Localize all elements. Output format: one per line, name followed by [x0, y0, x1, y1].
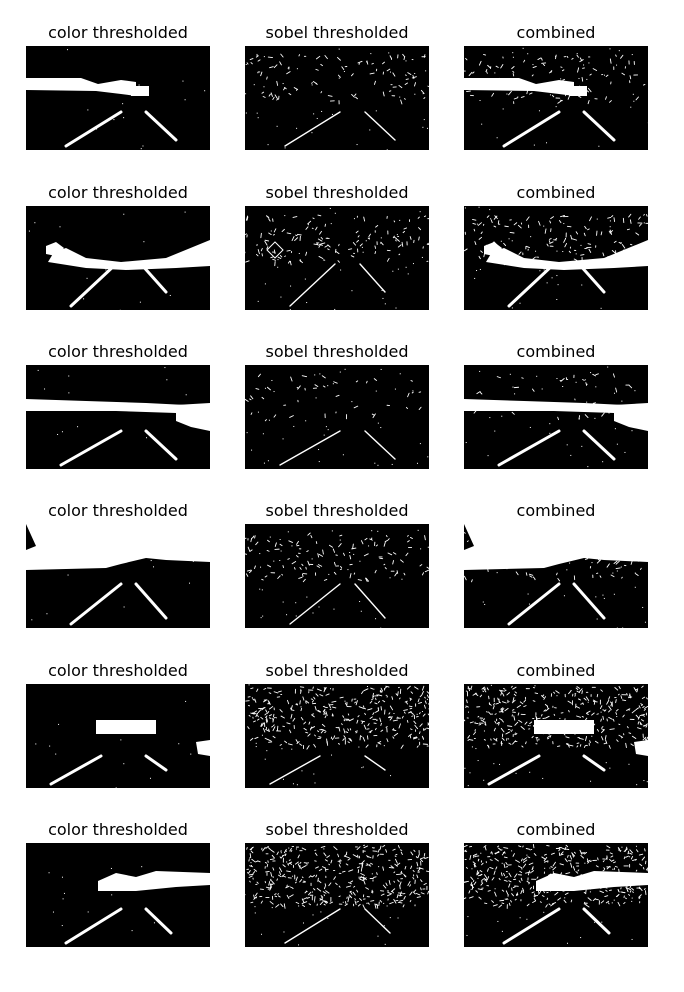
binary-threshold-image	[464, 843, 648, 947]
panel-title: combined	[516, 661, 596, 680]
threshold-mask	[26, 49, 206, 150]
binary-threshold-image	[245, 524, 429, 628]
panel-title: combined	[516, 183, 596, 202]
threshold-mask	[464, 366, 648, 468]
panel-title: color thresholded	[48, 661, 188, 680]
binary-threshold-image	[26, 206, 210, 310]
binary-threshold-image	[464, 46, 648, 150]
threshold-mask	[245, 844, 429, 946]
panel-title: color thresholded	[48, 342, 188, 361]
threshold-mask	[464, 684, 648, 787]
binary-threshold-image	[26, 365, 210, 469]
threshold-mask	[464, 206, 648, 309]
panel-title: combined	[516, 501, 596, 520]
panel-title: sobel thresholded	[265, 23, 409, 42]
binary-threshold-image	[464, 524, 648, 628]
panel-title: color thresholded	[48, 183, 188, 202]
panel-title: sobel thresholded	[265, 183, 409, 202]
panel-title: sobel thresholded	[265, 820, 409, 839]
threshold-mask	[245, 684, 429, 786]
threshold-mask	[245, 207, 429, 310]
binary-threshold-image	[464, 684, 648, 788]
threshold-mask	[48, 866, 210, 945]
panel-title: sobel thresholded	[265, 661, 409, 680]
threshold-mask	[26, 524, 210, 626]
threshold-mask	[245, 368, 429, 466]
binary-threshold-image	[464, 206, 648, 310]
threshold-mask	[26, 367, 210, 467]
panel-title: combined	[516, 342, 596, 361]
binary-threshold-image	[26, 524, 210, 628]
binary-threshold-image	[26, 843, 210, 947]
panel-title: color thresholded	[48, 820, 188, 839]
binary-threshold-image	[245, 365, 429, 469]
threshold-mask	[245, 48, 429, 150]
threshold-mask	[245, 529, 429, 628]
panel-title: color thresholded	[48, 23, 188, 42]
threshold-mask	[464, 524, 648, 628]
binary-threshold-image	[26, 684, 210, 788]
binary-threshold-image	[464, 365, 648, 469]
binary-threshold-image	[245, 684, 429, 788]
threshold-mask	[28, 211, 210, 310]
panel-title: color thresholded	[48, 501, 188, 520]
panel-title: sobel thresholded	[265, 501, 409, 520]
panel-title: combined	[516, 820, 596, 839]
binary-threshold-image	[245, 843, 429, 947]
binary-threshold-image	[26, 46, 210, 150]
binary-threshold-image	[245, 46, 429, 150]
threshold-mask	[35, 700, 210, 788]
binary-threshold-image	[245, 206, 429, 310]
panel-title: combined	[516, 23, 596, 42]
threshold-mask	[464, 844, 648, 945]
threshold-mask	[464, 47, 648, 148]
panel-title: sobel thresholded	[265, 342, 409, 361]
